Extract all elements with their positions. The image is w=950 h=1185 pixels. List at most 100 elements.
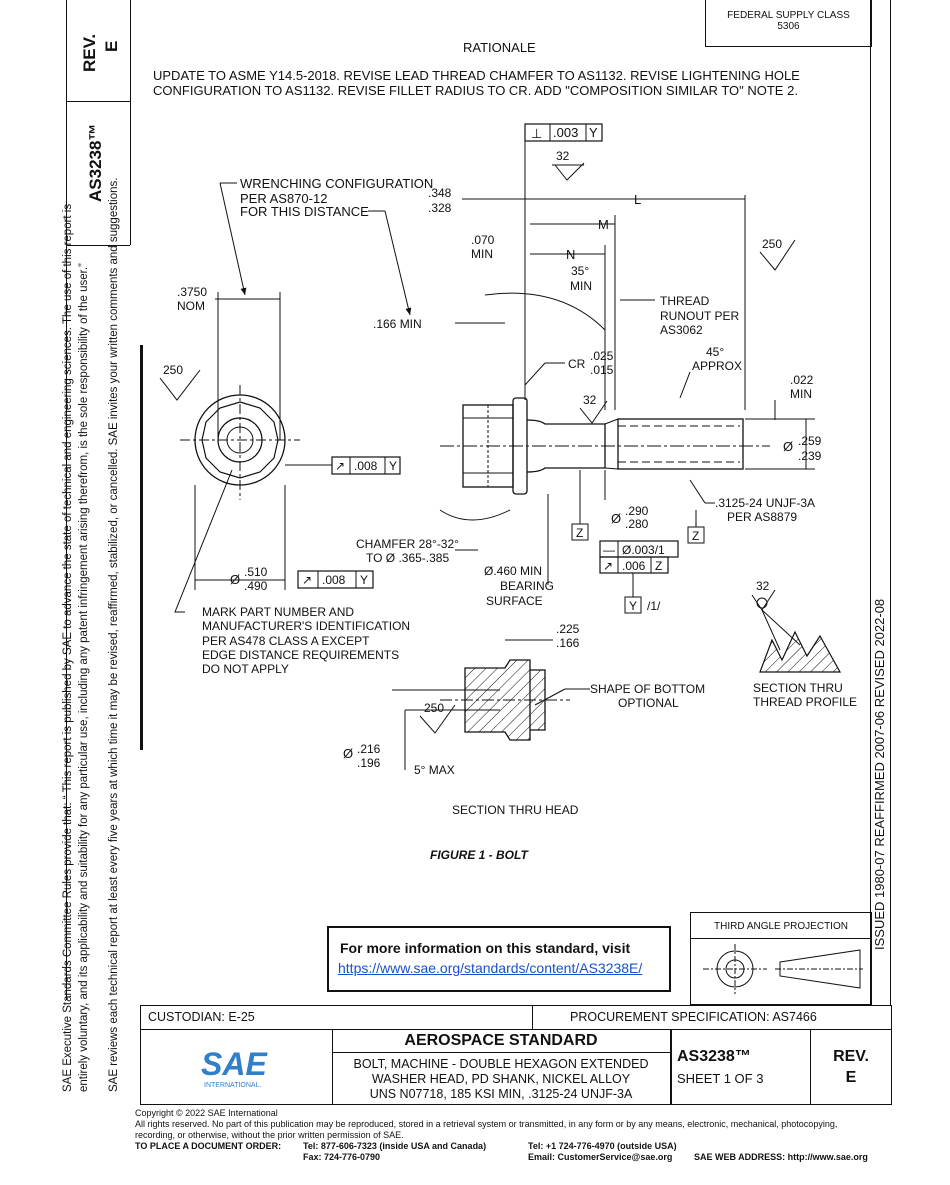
projection-label: THIRD ANGLE PROJECTION — [714, 921, 848, 932]
svg-text:.196: .196 — [357, 756, 381, 770]
right-border-outer — [890, 0, 891, 1005]
svg-text:PER AS478 CLASS A EXCEPT: PER AS478 CLASS A EXCEPT — [202, 634, 370, 648]
svg-text:Y: Y — [629, 599, 637, 613]
svg-text:SURFACE: SURFACE — [486, 594, 543, 608]
svg-text:NOM: NOM — [177, 299, 205, 313]
svg-text:.025: .025 — [590, 349, 614, 363]
svg-text:THREAD PROFILE: THREAD PROFILE — [753, 695, 857, 709]
svg-text:DO NOT APPLY: DO NOT APPLY — [202, 662, 289, 676]
svg-text:5° MAX: 5° MAX — [414, 763, 455, 777]
svg-text:.348: .348 — [428, 186, 452, 200]
wrenching-note-2: PER AS870-12 — [240, 191, 327, 206]
title-rev-value: E — [845, 1069, 857, 1086]
svg-text:.239: .239 — [798, 449, 822, 463]
svg-text:THREAD: THREAD — [660, 294, 710, 308]
svg-text:RUNOUT PER: RUNOUT PER — [660, 309, 739, 323]
section-thru-head — [440, 659, 570, 741]
order-label: TO PLACE A DOCUMENT ORDER: — [135, 1141, 282, 1151]
svg-text:CHAMFER 28°-32°: CHAMFER 28°-32° — [356, 537, 459, 551]
svg-text:AS3062: AS3062 — [660, 323, 703, 337]
svg-text:.510: .510 — [244, 565, 268, 579]
side-divider — [66, 245, 130, 246]
svg-text:.216: .216 — [357, 742, 381, 756]
svg-text:32: 32 — [756, 579, 770, 593]
fcf-straightness: — Ø.003/1 ↗ .006 Z — [599, 540, 679, 574]
svg-text:INTERNATIONAL.: INTERNATIONAL. — [204, 1082, 261, 1089]
fcf-runout-head: ↗ .008 Y — [285, 456, 401, 475]
svg-text:Y: Y — [389, 459, 397, 473]
svg-text:SHAPE OF BOTTOM: SHAPE OF BOTTOM — [590, 682, 705, 696]
svg-text:Y: Y — [360, 573, 368, 587]
svg-text:MANUFACTURER'S IDENTIFICATION: MANUFACTURER'S IDENTIFICATION — [202, 619, 410, 633]
copyright: Copyright © 2022 SAE International — [135, 1108, 278, 1118]
svg-text:.008: .008 — [354, 459, 378, 473]
title-desc-1: BOLT, MACHINE - DOUBLE HEXAGON EXTENDED — [353, 1057, 649, 1071]
info-text: For more information on this standard, v… — [340, 940, 631, 956]
svg-text:Ø.003/1: Ø.003/1 — [622, 543, 665, 557]
svg-text:.015: .015 — [590, 363, 614, 377]
procurement-spec: PROCUREMENT SPECIFICATION: AS7466 — [570, 1010, 817, 1024]
svg-text:SECTION THRU: SECTION THRU — [753, 681, 843, 695]
svg-text:.328: .328 — [428, 201, 452, 215]
rationale-title: RATIONALE — [463, 40, 536, 55]
right-border — [870, 0, 871, 1005]
svg-text:PER AS8879: PER AS8879 — [727, 510, 797, 524]
rationale-line-1: UPDATE TO ASME Y14.5-2018. REVISE LEAD T… — [153, 68, 800, 83]
svg-text:M: M — [598, 217, 609, 232]
tel-us: Tel: 877-606-7323 (inside USA and Canada… — [303, 1141, 487, 1151]
section-head-label: SECTION THRU HEAD — [452, 803, 579, 817]
fcf-perpendicularity: ⊥ .003 Y — [524, 123, 603, 142]
svg-text:APPROX: APPROX — [692, 359, 742, 373]
sae-logo: SAE INTERNATIONAL. — [201, 1046, 268, 1089]
svg-text:CR: CR — [568, 357, 586, 371]
svg-text:Ø: Ø — [343, 746, 353, 761]
section-thru-thread: 32 SECTION THRU THREAD PROFILE — [751, 579, 857, 709]
svg-text:250: 250 — [762, 237, 782, 251]
svg-text:Z: Z — [692, 529, 699, 543]
fax: Fax: 724-776-0790 — [303, 1152, 381, 1162]
email: Email: CustomerService@sae.org — [528, 1152, 673, 1162]
svg-text:MIN: MIN — [471, 247, 493, 261]
svg-text:↗: ↗ — [302, 573, 312, 587]
bolt-drawing: ⊥ .003 Y 32 WRENCHING CONFIGURATION PER … — [159, 123, 857, 862]
rights-2: recording, or otherwise, without the pri… — [135, 1130, 404, 1140]
svg-text:Y: Y — [589, 125, 598, 140]
svg-text:↗: ↗ — [603, 559, 613, 573]
supply-class-value: 5306 — [777, 21, 800, 32]
projection-box — [690, 912, 872, 1005]
svg-text:—: — — [603, 543, 615, 557]
svg-text:32: 32 — [583, 393, 597, 407]
svg-text:SAE: SAE — [201, 1046, 268, 1082]
custodian: CUSTODIAN: E-25 — [148, 1010, 255, 1024]
change-bar — [140, 345, 143, 750]
svg-text:250: 250 — [424, 701, 444, 715]
svg-text:BEARING: BEARING — [500, 579, 554, 593]
svg-text:L: L — [634, 192, 641, 207]
svg-text:/1/: /1/ — [647, 599, 661, 613]
svg-text:250: 250 — [163, 363, 183, 377]
third-angle-icon — [703, 944, 863, 994]
svg-text:MIN: MIN — [790, 387, 812, 401]
svg-text:Ø: Ø — [783, 439, 793, 454]
wrenching-note-3: FOR THIS DISTANCE — [240, 204, 369, 219]
svg-text:Ø.460 MIN: Ø.460 MIN — [484, 564, 542, 578]
side-divider — [66, 101, 130, 102]
svg-text:N: N — [566, 247, 575, 262]
svg-text:.008: .008 — [322, 573, 346, 587]
svg-text:Z: Z — [655, 559, 662, 573]
svg-text:OPTIONAL: OPTIONAL — [618, 696, 679, 710]
title-desc-2: WASHER HEAD, PD SHANK, NICKEL ALLOY — [371, 1072, 631, 1086]
standard-type: AEROSPACE STANDARD — [404, 1032, 598, 1049]
svg-text:.022: .022 — [790, 373, 814, 387]
side-strip-border-right — [130, 0, 131, 245]
supply-class-box — [705, 0, 872, 47]
svg-text:.280: .280 — [625, 517, 649, 531]
finish-symbol-top: 32 — [552, 149, 585, 181]
svg-text:Z: Z — [576, 526, 583, 540]
svg-text:.006: .006 — [622, 559, 646, 573]
standard-link[interactable]: https://www.sae.org/standards/content/AS… — [338, 960, 643, 976]
supply-class-label: FEDERAL SUPPLY CLASS — [727, 10, 850, 21]
rights-1: All rights reserved. No part of this pub… — [135, 1119, 838, 1129]
bolt-side-view — [440, 397, 770, 495]
side-strip-border — [66, 0, 67, 1000]
